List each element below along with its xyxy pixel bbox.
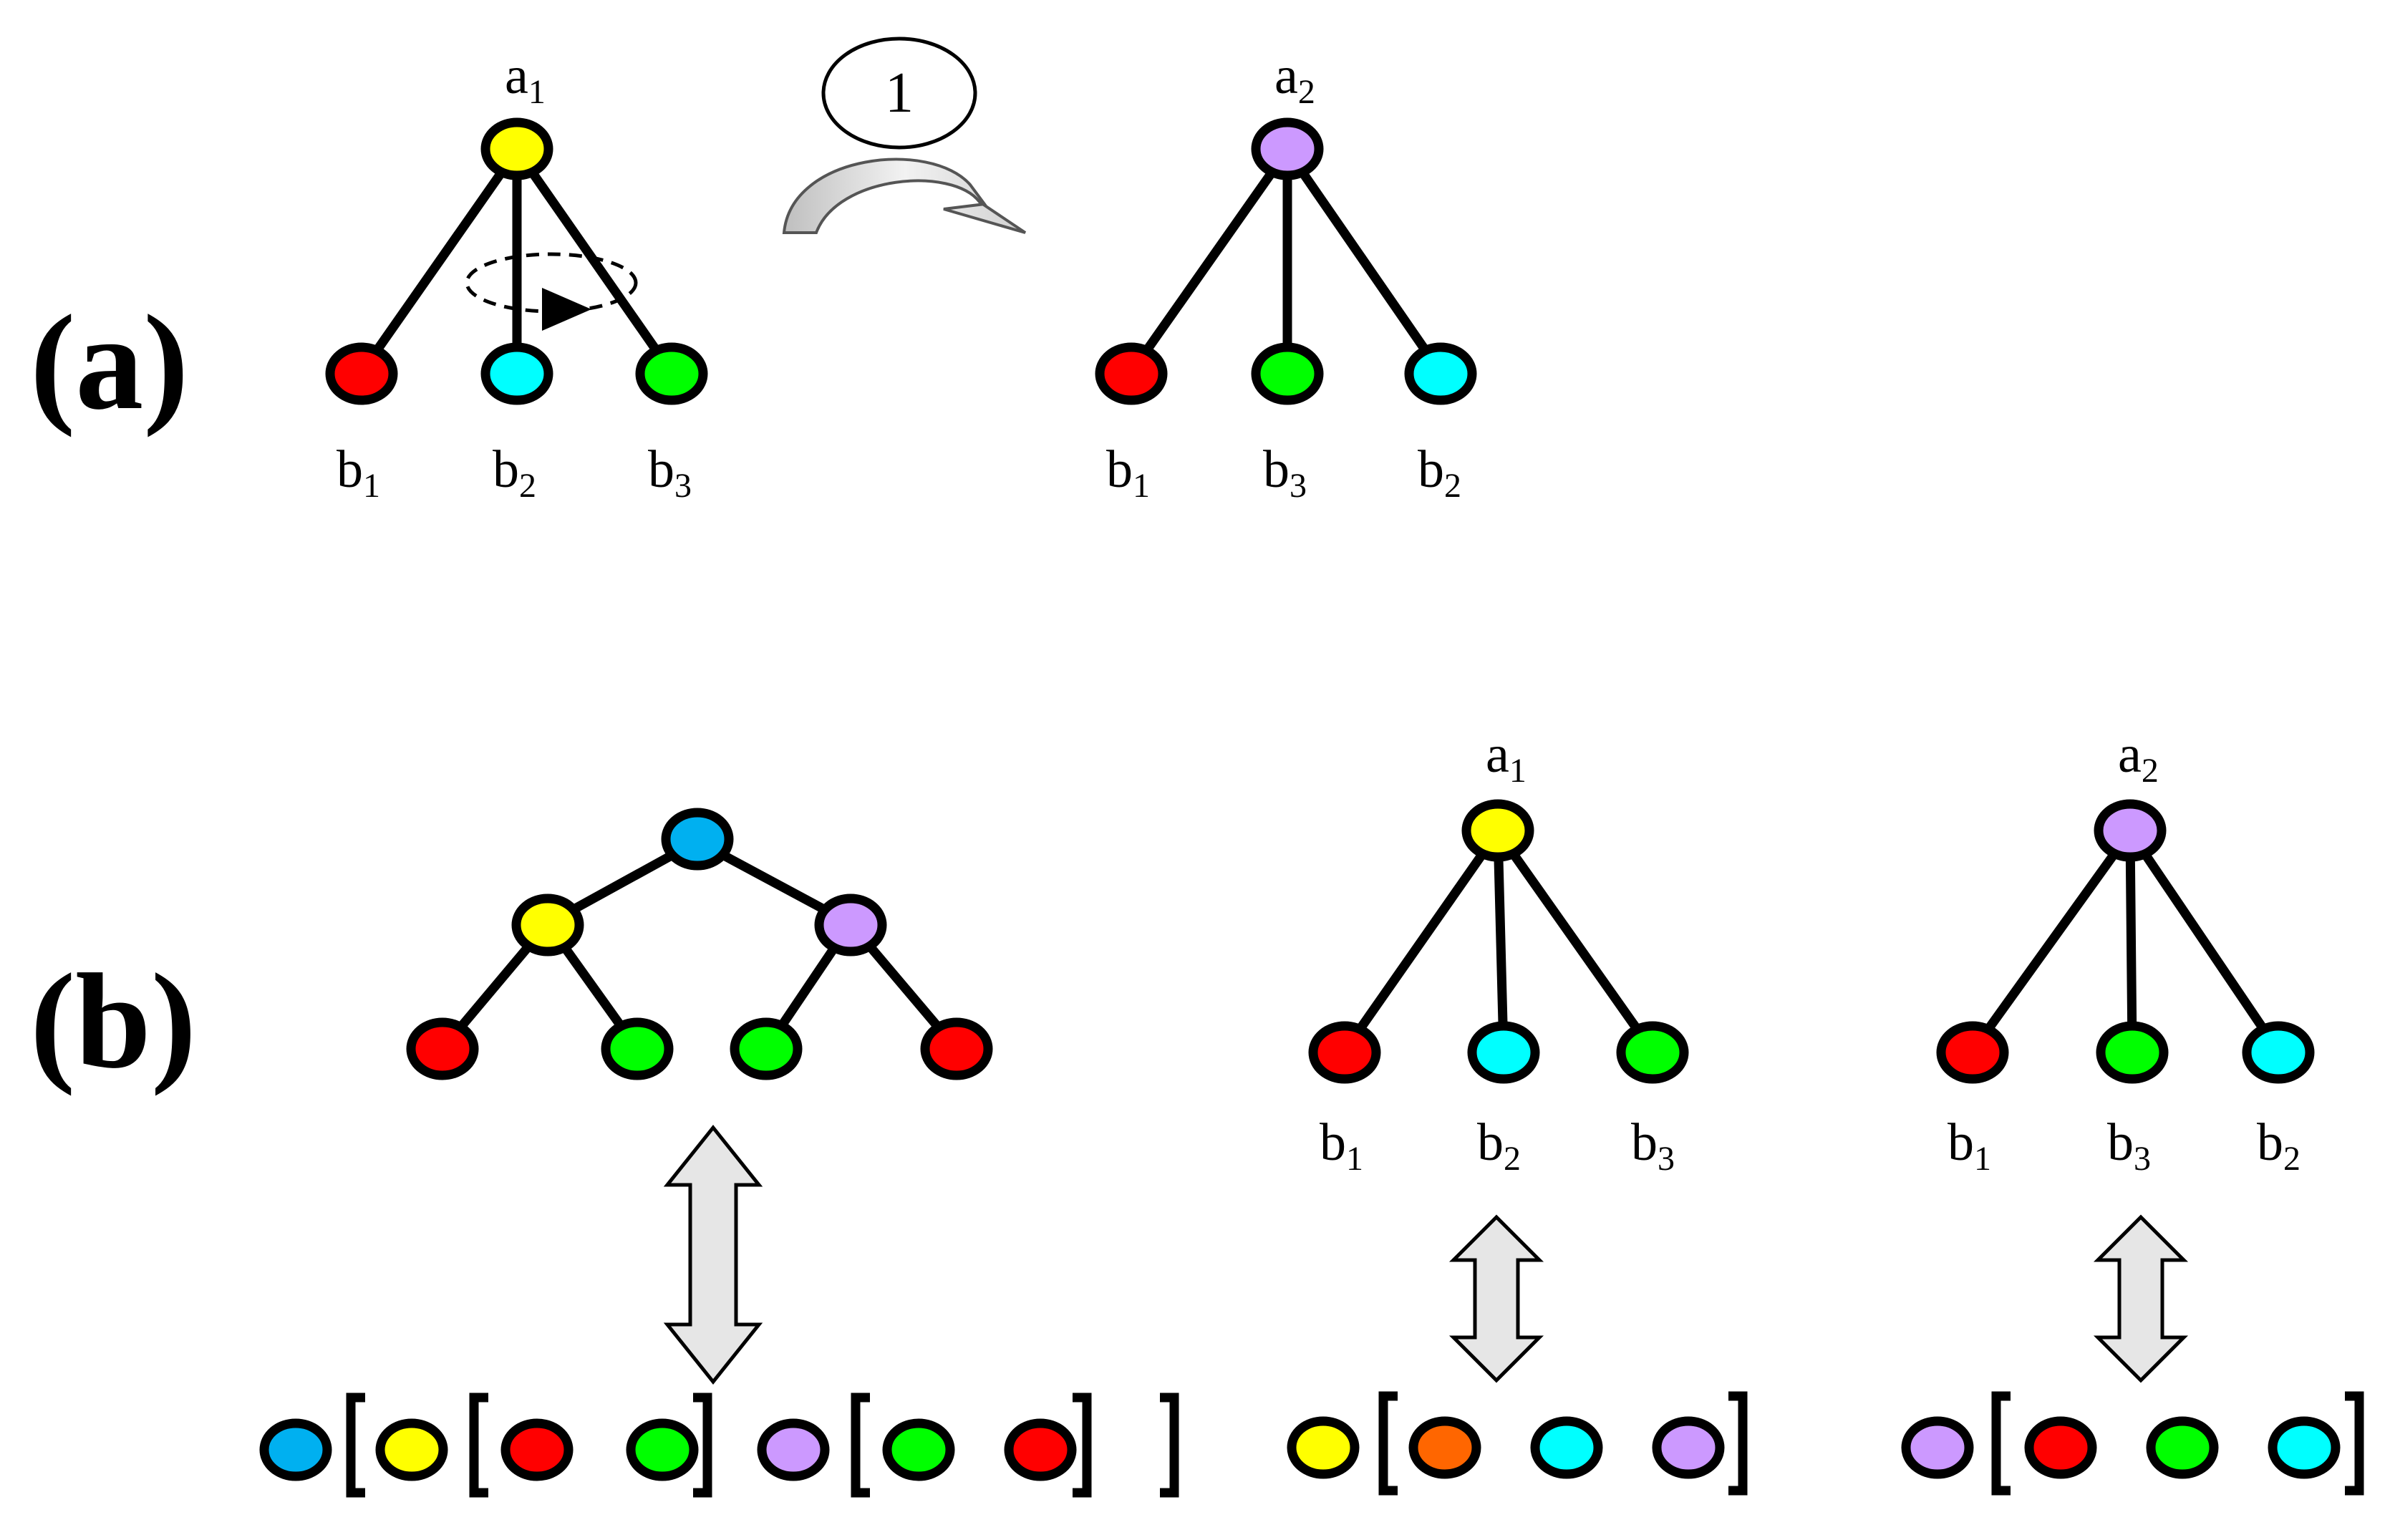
label-leaf-2: b3 bbox=[2107, 1113, 2151, 1178]
label-leaf-3: b3 bbox=[648, 440, 692, 505]
label-leaf-2: b2 bbox=[1477, 1113, 1521, 1178]
node-b3 bbox=[635, 342, 708, 405]
node-a1 bbox=[480, 117, 553, 180]
label-root: a2 bbox=[2118, 725, 2159, 790]
node-b1 bbox=[1936, 1021, 2009, 1084]
panel-label-b: (b) bbox=[30, 946, 196, 1097]
node-b2 bbox=[480, 342, 553, 405]
node-red bbox=[920, 1017, 993, 1080]
bracket-sequence bbox=[1287, 1391, 1748, 1496]
edge-a2-b2 bbox=[1282, 145, 1446, 377]
node-red bbox=[406, 1017, 479, 1080]
label-leaf-3: b2 bbox=[1418, 440, 1461, 505]
step-number: 1 bbox=[885, 62, 914, 125]
label-leaf-2: b2 bbox=[493, 440, 536, 505]
node-b2 bbox=[1404, 342, 1477, 405]
node-b1 bbox=[325, 342, 398, 405]
step-badge: 1 bbox=[821, 37, 977, 150]
tree-a2-rotated: a2 b1 b3 b2 bbox=[1095, 47, 1477, 505]
label-root: a1 bbox=[1486, 725, 1527, 790]
label-leaf-1: b1 bbox=[337, 440, 380, 505]
bracket-sequence bbox=[1901, 1391, 2364, 1496]
curved-arrow-icon bbox=[782, 158, 1027, 234]
tree-b-right: a2 b1 b3 b2 bbox=[1936, 725, 2315, 1178]
node-purple bbox=[814, 894, 887, 957]
node-b1 bbox=[1095, 342, 1168, 405]
label-leaf-1: b1 bbox=[1106, 440, 1150, 505]
tree-a1-original: a1 b1 b2 b3 bbox=[325, 47, 708, 505]
label-leaf-1: b1 bbox=[1948, 1113, 1991, 1178]
label-root: a1 bbox=[505, 47, 546, 111]
binary-tree bbox=[406, 808, 993, 1080]
edge-a1-b1 bbox=[357, 145, 522, 377]
node-b3 bbox=[1251, 342, 1324, 405]
bracket-sequence bbox=[259, 1393, 1179, 1498]
node-a2 bbox=[1251, 117, 1324, 180]
node-a1 bbox=[1461, 799, 1534, 862]
node-root bbox=[661, 808, 734, 871]
double-arrow-icon bbox=[2093, 1214, 2189, 1383]
label-leaf-3: b2 bbox=[2257, 1113, 2301, 1178]
node-b1 bbox=[1308, 1021, 1381, 1084]
double-arrow-icon bbox=[1448, 1214, 1544, 1383]
node-yellow bbox=[511, 894, 584, 957]
tree-b-mid: a1 b1 b2 b3 bbox=[1308, 725, 1689, 1178]
label-leaf-1: b1 bbox=[1320, 1113, 1363, 1178]
node-b3 bbox=[2096, 1021, 2169, 1084]
double-arrow-icon bbox=[663, 1124, 763, 1385]
node-b2 bbox=[2242, 1021, 2315, 1084]
panel-label-a: (a) bbox=[30, 288, 189, 438]
node-green bbox=[601, 1017, 674, 1080]
edge-a2-b1 bbox=[1126, 145, 1292, 377]
rotation-ellipse-icon bbox=[465, 252, 638, 331]
label-leaf-2: b3 bbox=[1263, 440, 1307, 505]
node-green bbox=[730, 1017, 803, 1080]
node-a2 bbox=[2094, 799, 2167, 862]
label-root: a2 bbox=[1274, 47, 1315, 111]
edge-a1-b3 bbox=[512, 145, 677, 377]
node-b2 bbox=[1467, 1021, 1540, 1084]
node-b3 bbox=[1616, 1021, 1689, 1084]
label-leaf-3: b3 bbox=[1631, 1113, 1675, 1178]
